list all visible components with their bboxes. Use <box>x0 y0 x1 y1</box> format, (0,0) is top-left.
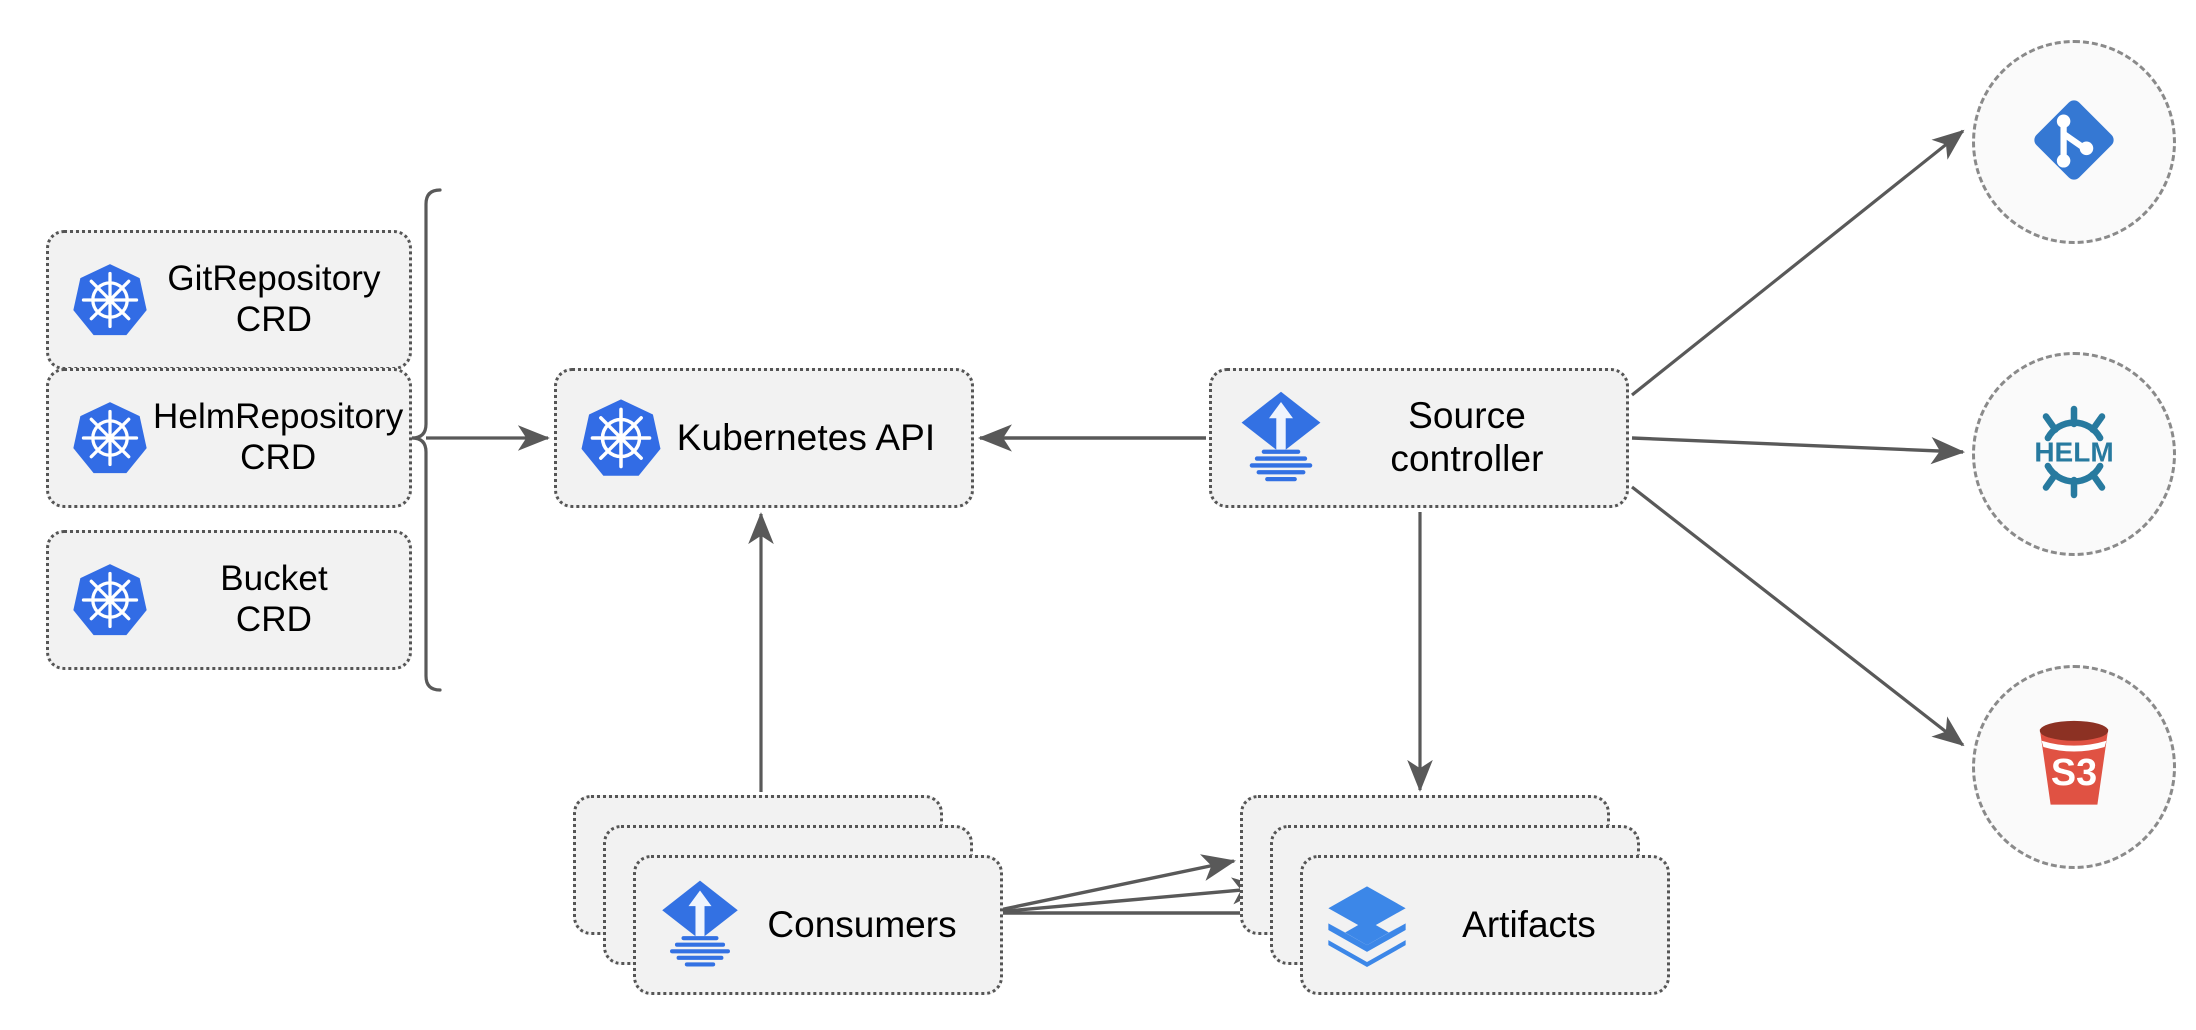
edge-consumers-to-artifacts-2 <box>984 877 1267 915</box>
kubernetes-icon <box>579 396 663 480</box>
flux-icon <box>1238 390 1324 486</box>
node-helmrepository-crd[interactable]: HelmRepository CRD <box>46 368 412 508</box>
s3-icon: S3 <box>2020 711 2128 824</box>
node-kubernetes-api[interactable]: Kubernetes API <box>554 368 974 508</box>
node-bucket-crd[interactable]: Bucket CRD <box>46 530 412 670</box>
layers-icon <box>1325 879 1409 971</box>
artifacts-card-front[interactable]: Artifacts <box>1300 855 1670 995</box>
git-icon <box>2022 88 2126 197</box>
edge-source-controller-to-s3 <box>1631 485 1965 747</box>
node-label: GitRepository CRD <box>167 259 381 339</box>
helm-wordmark: HELM <box>2034 436 2113 467</box>
edge-source-controller-to-helm <box>1631 436 1966 465</box>
node-label: Source controller <box>1390 395 1544 479</box>
endpoint-git[interactable] <box>1972 40 2176 244</box>
flux-icon <box>658 879 742 971</box>
kubernetes-icon <box>71 261 149 339</box>
node-label: Consumers <box>767 903 957 945</box>
edge-consumers-to-artifacts-1 <box>984 854 1236 915</box>
endpoint-s3[interactable]: S3 <box>1972 665 2176 869</box>
node-label: Kubernetes API <box>676 416 936 458</box>
kubernetes-icon <box>71 399 149 477</box>
node-label: Artifacts <box>1462 903 1596 945</box>
node-gitrepository-crd[interactable]: GitRepository CRD <box>46 230 412 370</box>
node-artifacts[interactable]: Artifacts <box>1240 795 1670 995</box>
node-label: Bucket CRD <box>220 559 328 639</box>
helm-icon: HELM <box>2018 396 2130 513</box>
node-consumers[interactable]: Consumers <box>573 795 1003 995</box>
node-label: HelmRepository CRD <box>153 397 404 477</box>
edge-source-controller-to-git <box>1631 129 1965 397</box>
consumers-card-front[interactable]: Consumers <box>633 855 1003 995</box>
crd-group-brace <box>411 188 442 692</box>
endpoint-helm[interactable]: HELM <box>1972 352 2176 556</box>
node-source-controller[interactable]: Source controller <box>1209 368 1629 508</box>
s3-wordmark: S3 <box>2051 751 2097 793</box>
kubernetes-icon <box>71 561 149 639</box>
